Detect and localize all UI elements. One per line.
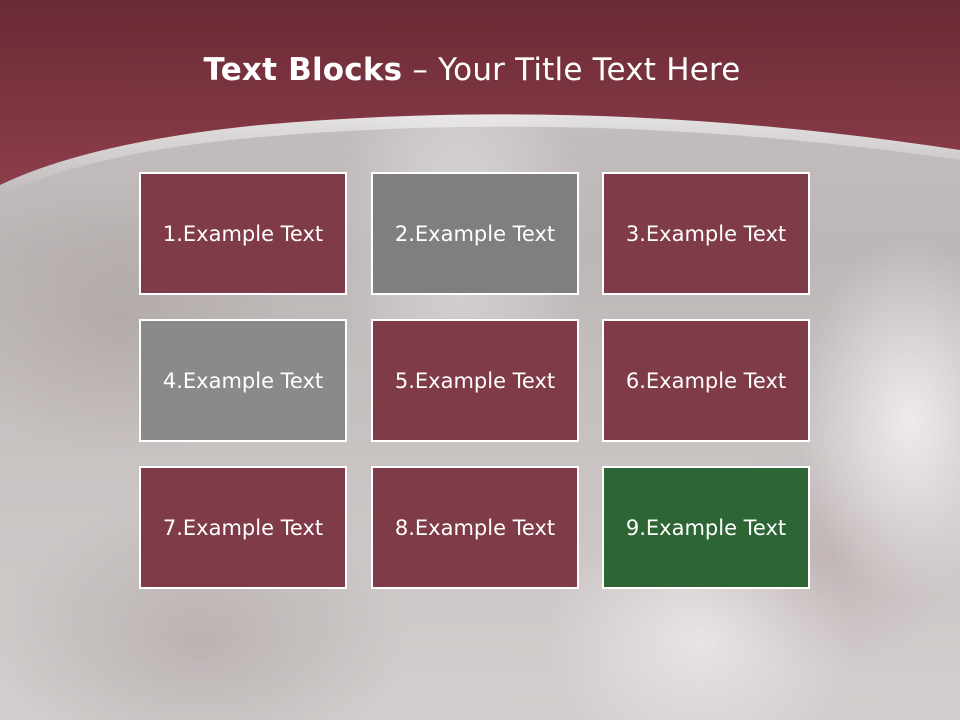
text-block-1[interactable]: 1.Example Text	[139, 172, 347, 295]
text-block-9[interactable]: 9.Example Text	[602, 466, 810, 589]
slide-title: Text Blocks – Your Title Text Here	[0, 52, 944, 88]
text-block-8[interactable]: 8.Example Text	[371, 466, 579, 589]
header-band	[0, 0, 960, 196]
title-bold-text: Text Blocks	[203, 52, 403, 88]
text-block-label: 7.Example Text	[162, 515, 324, 540]
title-separator: –	[402, 52, 439, 88]
text-block-label: 8.Example Text	[394, 515, 556, 540]
text-block-3[interactable]: 3.Example Text	[602, 172, 810, 295]
text-block-label: 1.Example Text	[162, 221, 324, 246]
title-rest-text: Your Title Text Here	[438, 52, 741, 88]
text-block-6[interactable]: 6.Example Text	[602, 319, 810, 442]
text-block-2[interactable]: 2.Example Text	[371, 172, 579, 295]
text-block-label: 5.Example Text	[394, 368, 556, 393]
text-block-7[interactable]: 7.Example Text	[139, 466, 347, 589]
text-block-label: 3.Example Text	[625, 221, 787, 246]
text-block-4[interactable]: 4.Example Text	[139, 319, 347, 442]
text-block-label: 6.Example Text	[625, 368, 787, 393]
text-block-label: 4.Example Text	[162, 368, 324, 393]
text-block-label: 9.Example Text	[625, 515, 787, 540]
text-block-5[interactable]: 5.Example Text	[371, 319, 579, 442]
text-block-label: 2.Example Text	[394, 221, 556, 246]
